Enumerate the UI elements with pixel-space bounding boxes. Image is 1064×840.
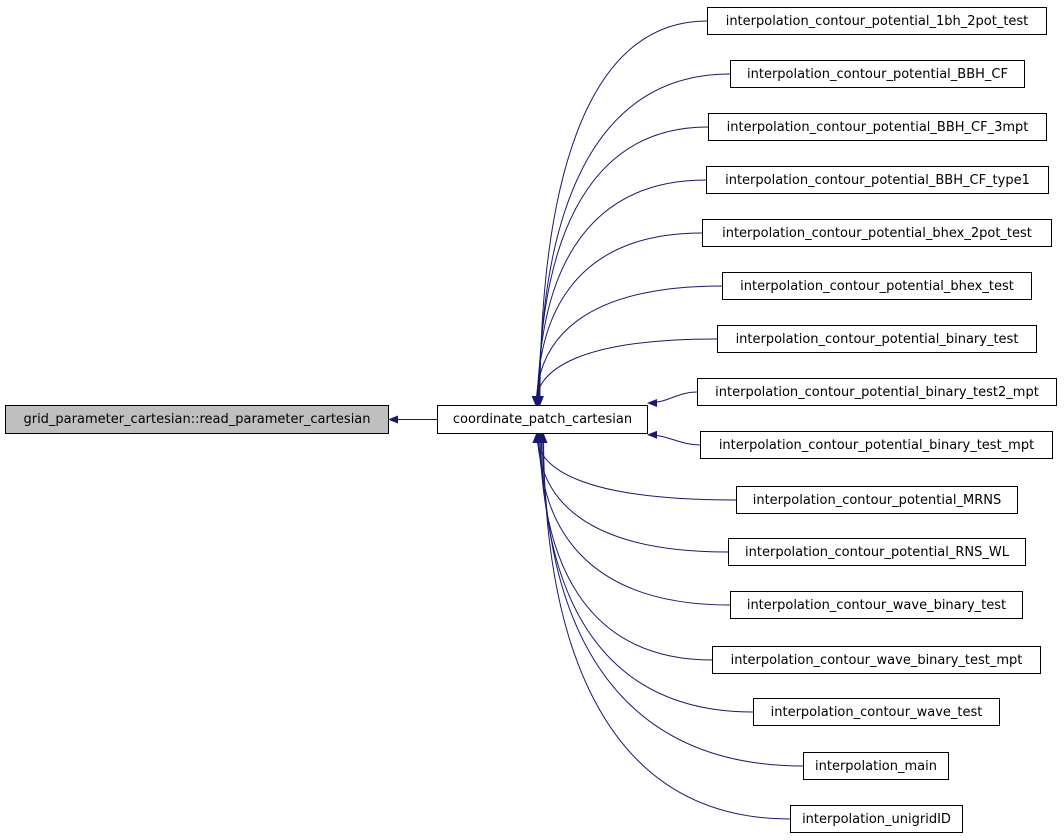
edge-caller-4 bbox=[533, 232, 703, 406]
edge-caller-11 bbox=[534, 433, 731, 606]
node-caller[interactable]: interpolation_contour_potential_BBH_CF_3… bbox=[708, 113, 1047, 141]
edge-caller-15 bbox=[539, 433, 791, 820]
node-caller[interactable]: interpolation_main bbox=[803, 752, 949, 780]
node-caller[interactable]: interpolation_contour_potential_BBH_CF_t… bbox=[706, 166, 1049, 194]
node-caller[interactable]: interpolation_contour_potential_bhex_tes… bbox=[722, 272, 1032, 300]
edge-caller-13 bbox=[537, 433, 754, 713]
edge-caller-6 bbox=[531, 338, 718, 406]
node-caller[interactable]: interpolation_contour_potential_binary_t… bbox=[700, 431, 1053, 459]
edge-caller-8 bbox=[647, 430, 701, 446]
node-caller[interactable]: interpolation_contour_wave_test bbox=[753, 698, 1000, 726]
edge-caller-5 bbox=[532, 285, 723, 406]
edge-caller-12 bbox=[536, 433, 713, 661]
edge-caller-7 bbox=[647, 391, 698, 407]
edge-caller-3 bbox=[533, 179, 707, 406]
edge-caller-14 bbox=[538, 433, 804, 767]
node-caller[interactable]: interpolation_contour_potential_bhex_2po… bbox=[702, 219, 1052, 247]
edge-caller-0 bbox=[535, 20, 708, 406]
node-caller[interactable]: interpolation_contour_potential_binary_t… bbox=[697, 378, 1057, 406]
node-caller[interactable]: interpolation_contour_potential_1bh_2pot… bbox=[707, 7, 1047, 35]
node-caller[interactable]: interpolation_contour_wave_binary_test bbox=[730, 591, 1023, 619]
focus-node: grid_parameter_cartesian::read_parameter… bbox=[5, 405, 389, 434]
node-coordinate-patch-cartesian[interactable]: coordinate_patch_cartesian bbox=[437, 405, 648, 434]
node-caller[interactable]: interpolation_contour_wave_binary_test_m… bbox=[712, 646, 1041, 674]
node-caller[interactable]: interpolation_contour_potential_binary_t… bbox=[717, 325, 1037, 353]
node-caller[interactable]: interpolation_contour_potential_BBH_CF bbox=[730, 60, 1025, 88]
node-caller[interactable]: interpolation_unigridID bbox=[790, 805, 963, 833]
node-caller[interactable]: interpolation_contour_potential_MRNS bbox=[736, 486, 1018, 514]
node-caller[interactable]: interpolation_contour_potential_RNS_WL bbox=[728, 538, 1026, 566]
